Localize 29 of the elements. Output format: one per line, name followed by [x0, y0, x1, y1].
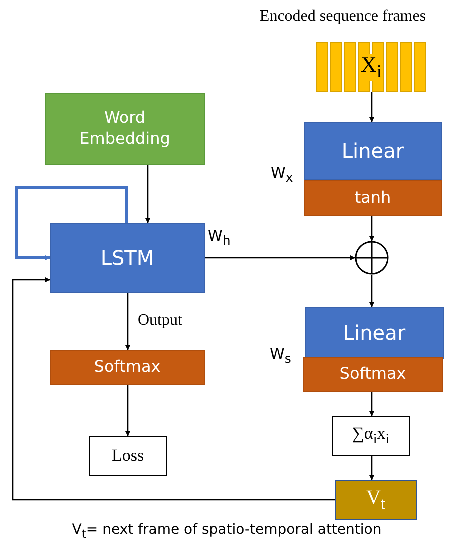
process-box: Linear	[304, 122, 442, 180]
arrow	[126, 293, 130, 350]
weight-label: W$_{h}$	[208, 227, 231, 248]
arrow	[146, 165, 150, 224]
sum-circle	[355, 241, 389, 275]
arrow	[370, 392, 374, 416]
arrow	[370, 92, 374, 122]
weight-label: W$_{s}$	[270, 345, 292, 366]
activation-box: Softmax	[303, 357, 443, 392]
process-box: Linear	[305, 307, 444, 359]
arrow	[12, 278, 335, 501]
output-box: V$_{t}$	[335, 480, 417, 520]
activation-box: Softmax	[50, 350, 205, 385]
caption: V$_{t}$= next frame of spatio-temporal attention	[71, 522, 383, 541]
heading: Encoded sequence frames	[258, 8, 428, 26]
process-box: LSTM	[50, 223, 205, 293]
process-box: Word Embedding	[45, 93, 205, 165]
arrow	[16, 186, 128, 260]
arrow	[370, 456, 374, 480]
arrow	[370, 216, 374, 242]
arrow	[370, 275, 374, 308]
output-box: Loss	[89, 436, 167, 476]
weight-label: W$_{x}$	[271, 164, 294, 185]
arrow	[126, 385, 130, 436]
formula-box: ∑α$_{i}$x$_{i}$	[332, 416, 410, 456]
variable-label: X$_{i}$	[360, 54, 383, 81]
edge-label: Output	[138, 312, 182, 330]
activation-box: tanh	[304, 180, 442, 216]
arrow	[205, 256, 356, 260]
